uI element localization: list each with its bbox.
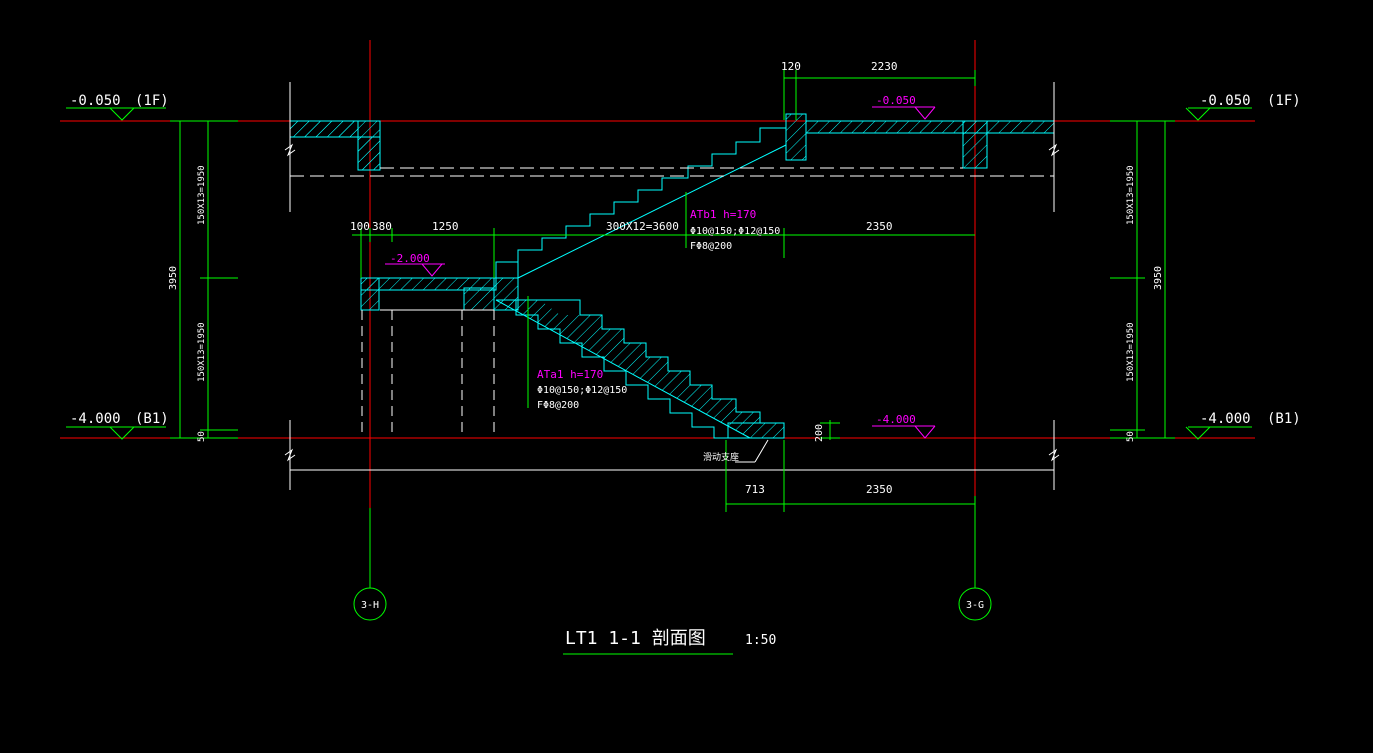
drawing-title: LT1 1-1 剖面图 <box>565 628 706 649</box>
upper-flight-steps <box>495 127 786 278</box>
level-marker-icon <box>1185 107 1211 121</box>
title-block: LT1 1-1 剖面图 1:50 <box>565 628 776 649</box>
bottom-step-block <box>727 422 785 439</box>
upper-flight-base <box>495 261 519 279</box>
upper-flight-name: ATb1 h=170 <box>690 208 756 221</box>
dim-top-small: 120 <box>781 60 801 73</box>
axis-right-label: 3-G <box>966 600 984 611</box>
axis-extension-lines <box>369 508 976 588</box>
top-landing-beam <box>785 113 807 161</box>
dim-bottom-left: 713 <box>745 483 765 496</box>
dim-bottom-right: 2350 <box>866 483 893 496</box>
level-left-bottom: -4.000 <box>70 411 121 427</box>
dimension-labels: 120 2230 100 380 1250 300X12=3600 2350 7… <box>168 60 1164 496</box>
upper-flight-rebar1: Φ10@150;Φ12@150 <box>690 226 780 237</box>
axis-bubble-icon <box>353 587 387 621</box>
dim-right-lower: 150X13=1950 <box>1126 322 1136 382</box>
floor-right-top: (1F) <box>1267 93 1301 109</box>
top-right-slab <box>805 120 1055 134</box>
floor-left-bottom: (B1) <box>135 411 169 427</box>
floor-right-bottom: (B1) <box>1267 411 1301 427</box>
upper-flight-soffit <box>517 144 787 279</box>
level-marker-icon <box>914 425 936 439</box>
dim-mid-left-c: 1250 <box>432 220 459 233</box>
dim-right-upper: 150X13=1950 <box>1126 165 1136 225</box>
dimension-lines <box>66 70 1252 655</box>
level-labels: -0.050 (1F) -4.000 (B1) -0.050 (1F) -4.0… <box>70 93 1301 427</box>
level-right-top: -0.050 <box>1200 93 1251 109</box>
support-note: 滑动支座 <box>703 451 739 463</box>
top-right-beam <box>962 120 988 169</box>
dim-left-upper: 150X13=1950 <box>197 165 207 225</box>
dim-left-base: 50 <box>197 431 207 442</box>
dim-mid-left-b: 380 <box>372 220 392 233</box>
dim-mid-left-a: 100 <box>350 220 370 233</box>
axis-bubble-icon <box>958 587 992 621</box>
dim-right-base: 50 <box>1126 431 1136 442</box>
top-left-beam <box>357 120 381 171</box>
drawing-scale: 1:50 <box>745 633 776 648</box>
level-marker-icon <box>421 263 443 277</box>
axis-left-label: 3-H <box>361 600 379 611</box>
flight-annotations: ATb1 h=170 Φ10@150;Φ12@150 FΦ8@200 ATa1 … <box>537 208 780 463</box>
level-left-top: -0.050 <box>70 93 121 109</box>
lower-flight-name: ATa1 h=170 <box>537 368 603 381</box>
level-marker-icon <box>109 107 135 121</box>
outlines <box>284 82 1060 490</box>
dim-mid-right: 2350 <box>866 220 893 233</box>
level-markers <box>109 107 1211 440</box>
mid-landing-beam-left <box>360 277 380 311</box>
level-marker-icon <box>914 106 936 120</box>
axis-labels: 3-H 3-G <box>361 600 984 611</box>
mid-landing-beam-mid <box>463 287 495 311</box>
level-right-bottom: -4.000 <box>1200 411 1251 427</box>
dim-right-total: 3950 <box>1153 266 1164 290</box>
dim-step-height: 200 <box>814 424 825 442</box>
lower-flight-rebar2: FΦ8@200 <box>537 400 579 411</box>
dim-left-total: 3950 <box>168 266 179 290</box>
floor-left-top: (1F) <box>135 93 169 109</box>
dim-upper-flight: 300X12=3600 <box>606 220 679 233</box>
upper-flight-rebar2: FΦ8@200 <box>690 241 732 252</box>
top-left-slab-plate <box>289 120 359 138</box>
level-marker-icon <box>1185 426 1211 440</box>
axis-bubbles <box>353 587 992 621</box>
bottom-landing-level: -4.000 <box>876 413 916 426</box>
upper-landing-level: -0.050 <box>876 94 916 107</box>
concrete-structure <box>289 113 1055 439</box>
lower-flight-fill <box>496 300 784 438</box>
dim-top-right: 2230 <box>871 60 898 73</box>
lower-flight-rebar1: Φ10@150;Φ12@150 <box>537 385 627 396</box>
landing-level: -2.000 <box>390 252 430 265</box>
level-marker-icon <box>109 426 135 440</box>
axis-lines <box>60 40 1255 508</box>
landing-level-markers <box>385 106 936 439</box>
dim-left-lower: 150X13=1950 <box>197 322 207 382</box>
